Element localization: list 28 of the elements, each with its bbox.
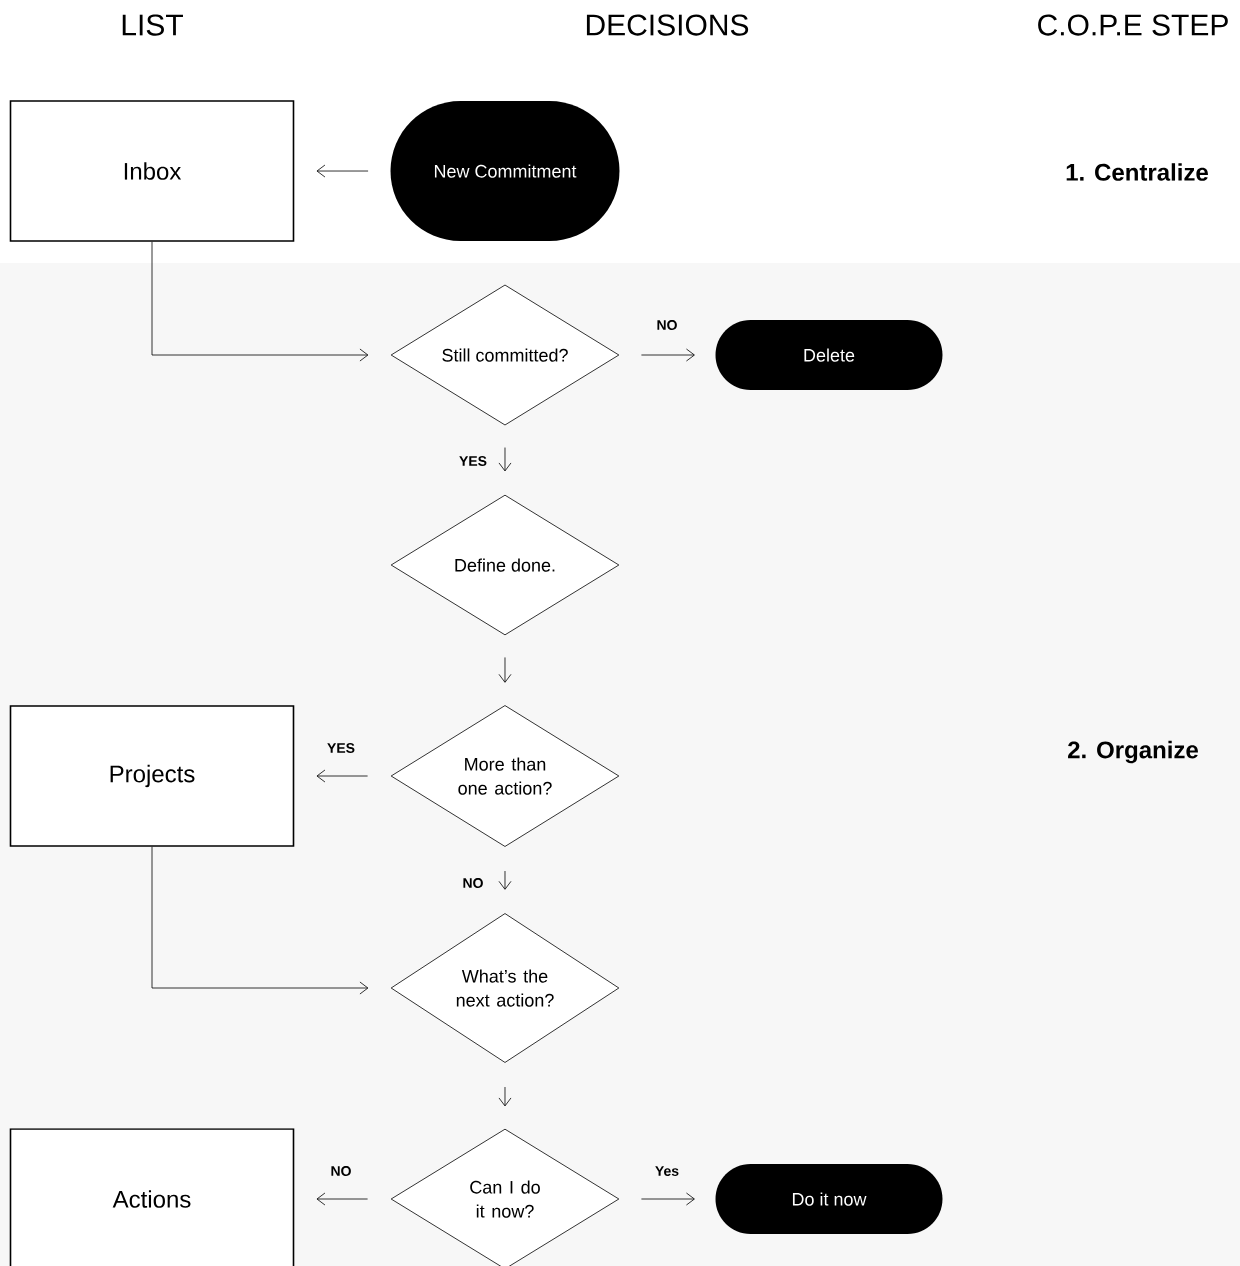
step-label: 1. Centralize — [1066, 163, 1208, 181]
terminal-pill: Do it now — [715, 1164, 943, 1234]
list-box: Inbox — [9, 100, 295, 242]
arrow — [498, 657, 512, 683]
arrow — [641, 1192, 695, 1206]
arrow — [641, 348, 695, 362]
edge-label: YES — [325, 741, 357, 755]
edge-label: NO — [654, 318, 680, 332]
list-box: Actions — [9, 1128, 295, 1266]
edge-label: NO — [460, 876, 486, 890]
terminal-pill: New Commitment — [390, 101, 620, 241]
edge-label: Yes — [652, 1164, 682, 1178]
column-header: LIST — [122, 14, 183, 36]
arrow — [316, 1192, 368, 1206]
step-label: 2. Organize — [1068, 740, 1198, 764]
arrow — [498, 1086, 512, 1107]
list-box: Projects — [9, 705, 295, 847]
column-header: DECISIONS — [586, 14, 749, 36]
arrow — [151, 241, 369, 362]
terminal-pill: Delete — [715, 320, 943, 390]
arrow — [498, 447, 512, 472]
edge-label: YES — [457, 454, 489, 468]
arrow — [151, 846, 369, 995]
arrow — [498, 870, 512, 890]
arrow — [316, 769, 368, 783]
edge-label: NO — [328, 1164, 354, 1178]
column-header: C.O.P.E STEP — [1038, 14, 1228, 36]
arrow — [316, 164, 369, 178]
